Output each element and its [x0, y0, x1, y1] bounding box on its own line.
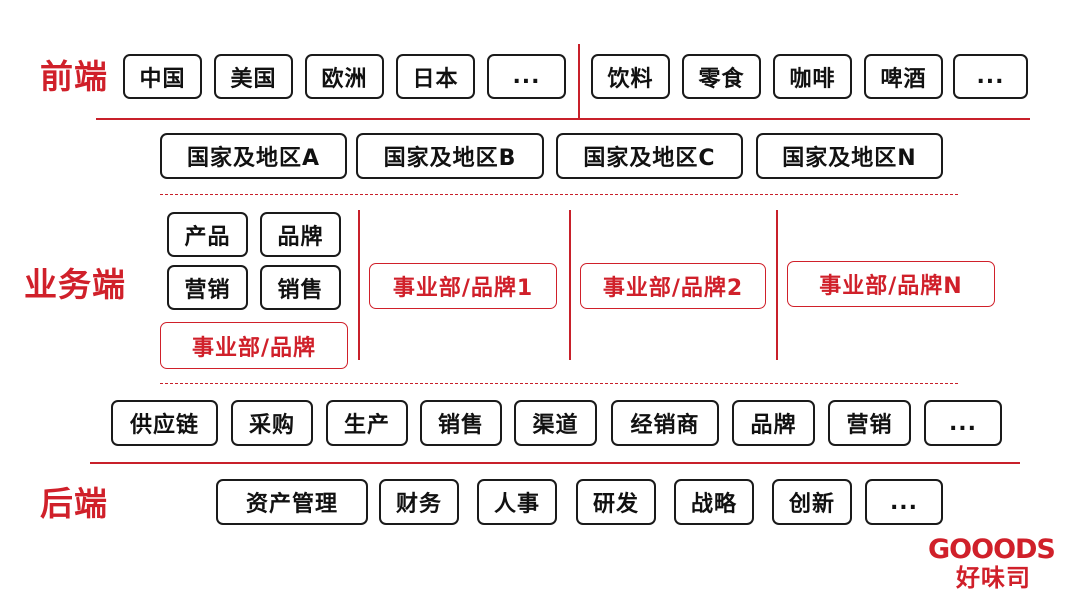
- function-box: 销售: [260, 265, 341, 310]
- category-box: 啤酒: [864, 54, 943, 99]
- front-divider: [578, 44, 580, 118]
- value-chain-box: 营销: [828, 400, 911, 446]
- market-box: 日本: [396, 54, 475, 99]
- category-box-more: ...: [953, 54, 1028, 99]
- front-separator: [96, 118, 1030, 120]
- business-unit-box: 事业部/品牌N: [787, 261, 995, 307]
- back-section-label: 后端: [40, 484, 108, 523]
- back-function-box: 财务: [379, 479, 459, 525]
- category-box: 饮料: [591, 54, 670, 99]
- region-box: 国家及地区C: [556, 133, 743, 179]
- value-chain-box: 经销商: [611, 400, 719, 446]
- business-dashed-separator: [160, 383, 958, 384]
- region-box: 国家及地区B: [356, 133, 544, 179]
- market-box: 欧洲: [305, 54, 384, 99]
- market-box-more: ...: [487, 54, 566, 99]
- value-chain-box: 品牌: [732, 400, 815, 446]
- value-chain-box: 生产: [326, 400, 408, 446]
- logo-wordmark: GOOODS: [928, 534, 1056, 565]
- region-box: 国家及地区A: [160, 133, 347, 179]
- region-box: 国家及地区N: [756, 133, 943, 179]
- function-box: 营销: [167, 265, 248, 310]
- market-box: 美国: [214, 54, 293, 99]
- back-function-box: 研发: [576, 479, 656, 525]
- back-function-box: 战略: [674, 479, 754, 525]
- business-unit-label-box: 事业部/品牌: [160, 322, 348, 369]
- region-dashed-separator: [160, 194, 958, 195]
- business-divider: [776, 210, 778, 360]
- market-box: 中国: [123, 54, 202, 99]
- value-chain-box: 销售: [420, 400, 502, 446]
- front-section-label: 前端: [40, 57, 108, 96]
- business-divider: [569, 210, 571, 360]
- back-function-box: 人事: [477, 479, 557, 525]
- business-unit-box: 事业部/品牌2: [580, 263, 766, 309]
- function-box: 产品: [167, 212, 248, 257]
- value-chain-box: 采购: [231, 400, 313, 446]
- category-box: 零食: [682, 54, 761, 99]
- business-section-label: 业务端: [24, 265, 126, 304]
- business-unit-box: 事业部/品牌1: [369, 263, 557, 309]
- value-chain-box: 供应链: [111, 400, 218, 446]
- value-chain-box: 渠道: [514, 400, 597, 446]
- category-box: 咖啡: [773, 54, 852, 99]
- back-separator: [90, 462, 1020, 464]
- logo-chinese: 好味司: [956, 564, 1031, 592]
- value-chain-box-more: ...: [924, 400, 1002, 446]
- back-function-box: 创新: [772, 479, 852, 525]
- back-function-box: 资产管理: [216, 479, 368, 525]
- business-divider: [358, 210, 360, 360]
- back-function-box-more: ...: [865, 479, 943, 525]
- function-box: 品牌: [260, 212, 341, 257]
